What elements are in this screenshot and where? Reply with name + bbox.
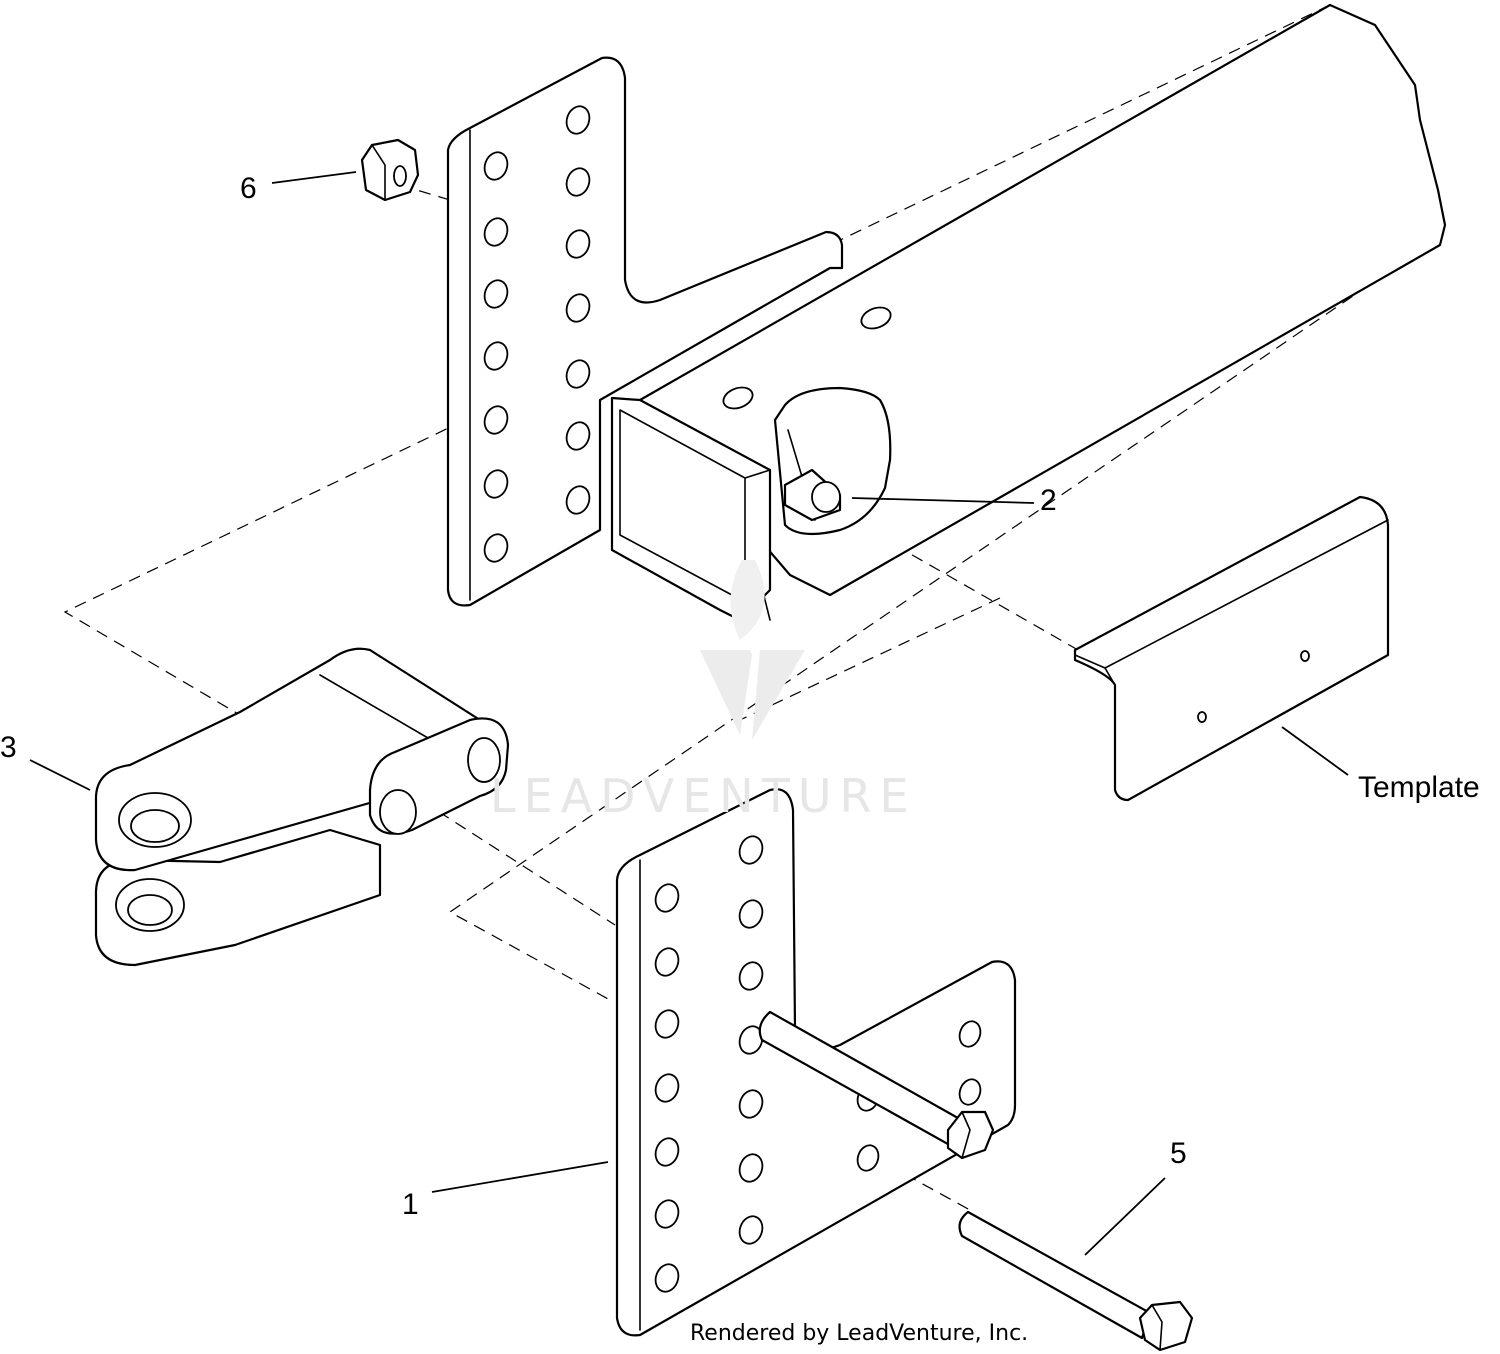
upper-plate-holes bbox=[483, 105, 591, 563]
callout-2: 2 bbox=[1040, 484, 1057, 517]
upper-mount-plate bbox=[446, 56, 844, 607]
callout-template: Template bbox=[1358, 771, 1480, 804]
hex-nut-part-6 bbox=[360, 138, 420, 202]
callout-labels: 6 2 3 Template 1 5 bbox=[0, 172, 1480, 1221]
hex-bolt-part-5 bbox=[958, 1210, 1194, 1352]
callout-3: 3 bbox=[0, 731, 17, 764]
hex-bolt-installed bbox=[758, 1010, 995, 1160]
callout-6: 6 bbox=[240, 172, 257, 205]
leader-lines bbox=[29, 171, 1349, 1256]
leadventure-watermark-logo: LEADVENTURE bbox=[490, 560, 917, 823]
callout-5: 5 bbox=[1170, 1137, 1187, 1170]
lower-plate-holes bbox=[654, 835, 982, 1293]
template-bracket bbox=[1073, 495, 1390, 802]
clevis-link-part-3 bbox=[94, 647, 510, 967]
watermark-text: LEADVENTURE bbox=[490, 769, 917, 823]
callout-1: 1 bbox=[402, 1188, 419, 1221]
footer-credit: Rendered by LeadVenture, Inc. bbox=[690, 1321, 1028, 1346]
